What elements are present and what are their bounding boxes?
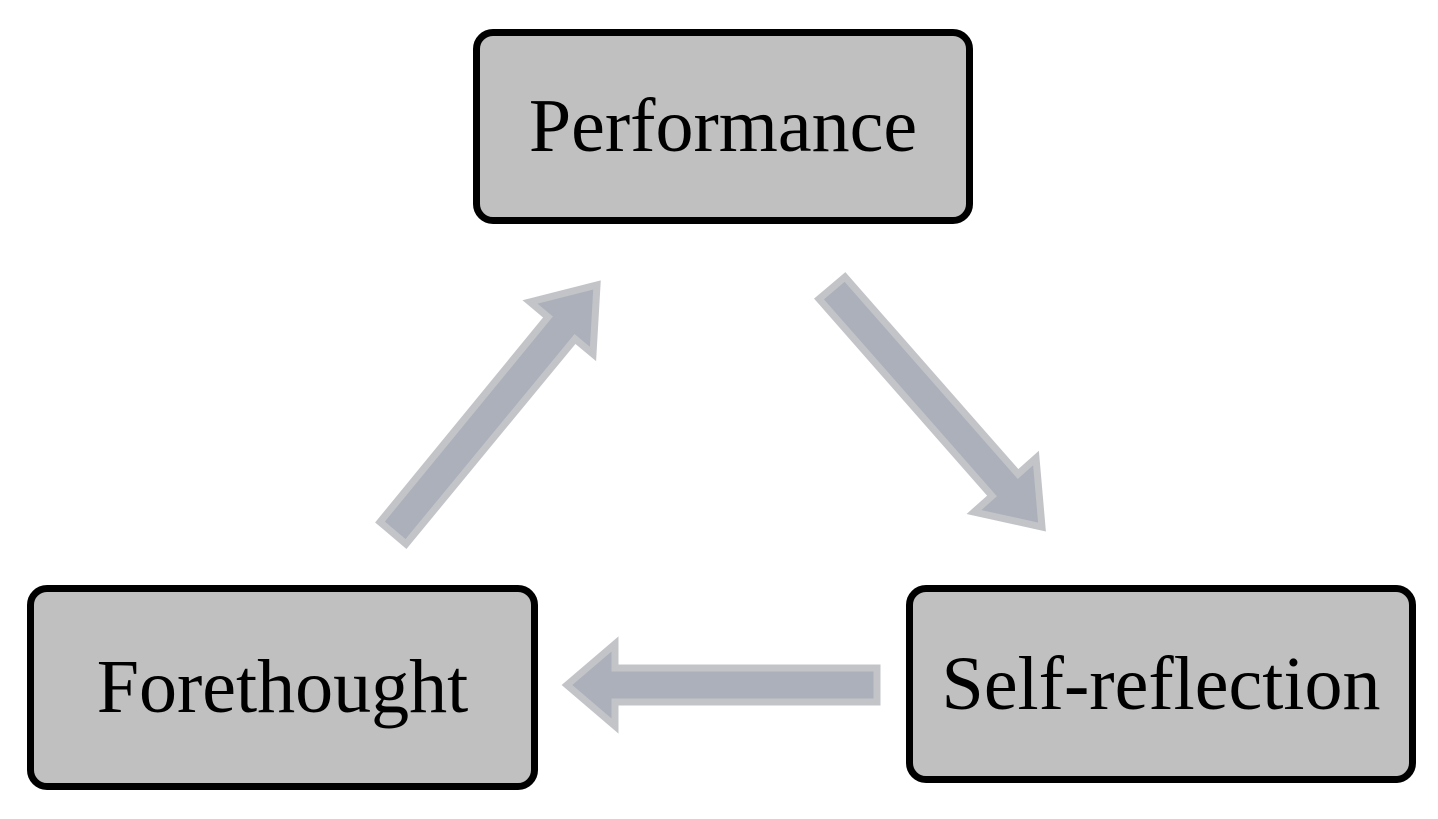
node-forethought-label: Forethought bbox=[96, 645, 469, 729]
arrow-forethought-to-performance-icon bbox=[375, 280, 601, 549]
node-self-reflection: Self-reflection bbox=[906, 585, 1416, 783]
node-self-reflection-label: Self-reflection bbox=[941, 641, 1381, 726]
node-forethought: Forethought bbox=[27, 585, 538, 790]
arrow-self-reflection-to-forethought-icon bbox=[561, 636, 881, 734]
node-performance: Performance bbox=[473, 29, 973, 224]
arrow-performance-to-self-reflection-icon bbox=[814, 272, 1046, 532]
node-performance-label: Performance bbox=[528, 84, 918, 168]
